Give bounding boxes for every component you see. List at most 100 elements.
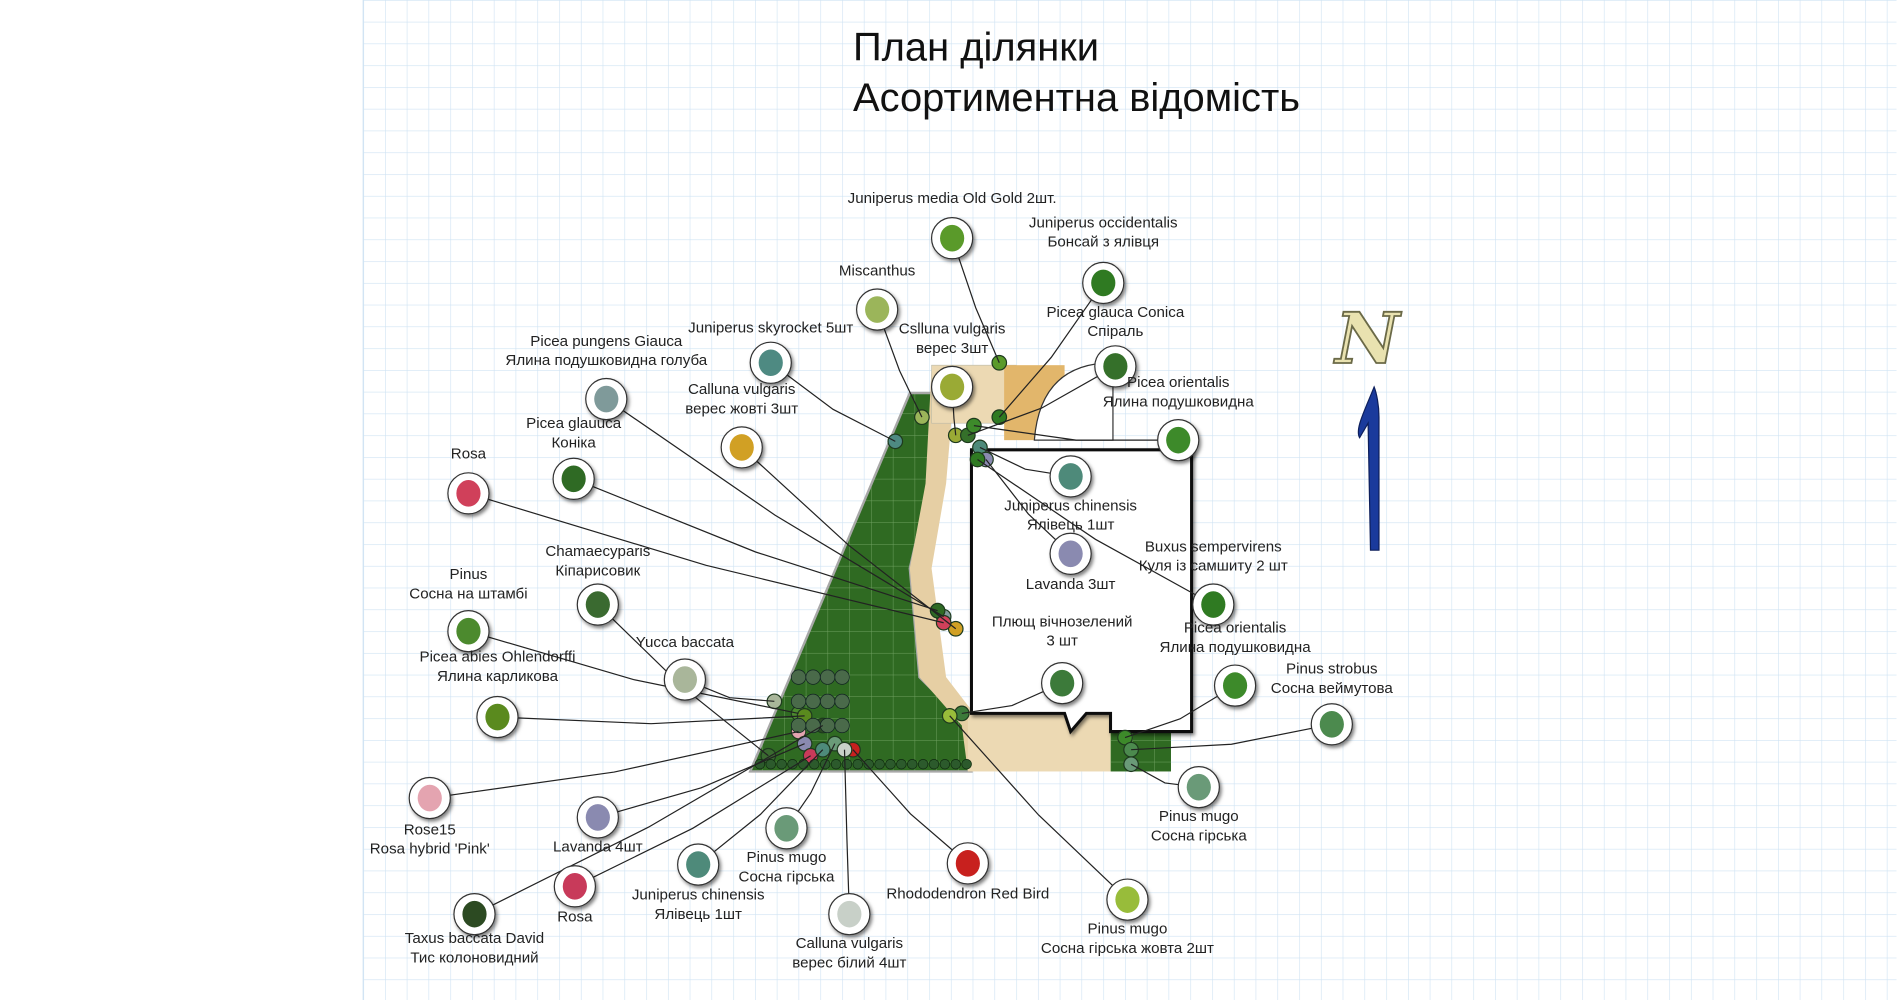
rockery-shrub xyxy=(834,717,850,734)
plant-label-local: Кіпарисовик xyxy=(555,563,640,580)
plant-icon xyxy=(865,296,890,323)
plant-icon xyxy=(456,617,481,645)
plant-icon xyxy=(686,851,711,878)
plant-label-latin: Lavanda 3шт xyxy=(1026,576,1116,593)
leader-line xyxy=(574,755,811,887)
north-compass: N xyxy=(1333,296,1403,551)
plant-label-local: Бонсай з ялівця xyxy=(1047,234,1159,251)
plant-label-latin: Picea pungens Giauca xyxy=(530,333,683,350)
plant-label-local: Ялівець 1шт xyxy=(654,906,742,923)
plant-marker[interactable]: Juniperus media Old Gold 2шт. xyxy=(848,190,1057,260)
plant-icon xyxy=(417,784,442,812)
plant-label-latin: Pinus mugo xyxy=(1088,920,1168,937)
plant-icon xyxy=(1103,353,1128,380)
plant-label-latin: Picea orientalis xyxy=(1127,374,1230,391)
plant-icon xyxy=(758,349,783,377)
plant-label-latin: Juniperus skyrocket 5шт xyxy=(688,320,853,337)
leader-line xyxy=(967,365,1116,436)
plant-marker[interactable]: Lavanda 3шт xyxy=(1026,532,1116,593)
leader-line xyxy=(429,730,799,799)
plant-marker[interactable]: Rosa xyxy=(447,445,490,515)
plant-icon xyxy=(1115,886,1140,913)
plant-label-latin: Juniperus occidentalis xyxy=(1029,214,1178,231)
plant-icon xyxy=(774,814,799,842)
rockery-shrub xyxy=(805,669,821,685)
plant-label-local: Ялина подушковидна xyxy=(1160,639,1312,656)
plant-icon xyxy=(1222,672,1248,699)
leader-line xyxy=(1124,685,1236,739)
plant-label-local: верес білий 4шт xyxy=(792,954,906,971)
leader-line xyxy=(697,749,824,866)
border-shrub xyxy=(907,759,918,770)
north-arrow-icon xyxy=(1357,385,1380,551)
plant-label-latin: Pinus strobus xyxy=(1286,661,1378,678)
plant-label-latin: Плющ вічнозелений xyxy=(992,613,1133,630)
plant-icon xyxy=(561,465,586,493)
plant-label-latin: Taxus baccata David xyxy=(405,930,544,947)
plant-marker[interactable]: Rosa xyxy=(553,865,597,926)
plant-label-latin: Picea orientalis xyxy=(1184,619,1287,636)
plant-label-latin: Rose15 xyxy=(404,821,456,838)
paved-area xyxy=(967,707,1113,772)
plant-label-latin: Juniperus media Old Gold 2шт. xyxy=(848,190,1057,207)
plant-label-latin: Cslluna vulgaris xyxy=(899,321,1006,338)
plant-label-local: Ялина подушковидна xyxy=(1103,393,1255,410)
title-line-1: План ділянки xyxy=(853,25,1099,69)
border-shrub xyxy=(961,759,972,770)
plant-marker[interactable]: Rhododendron Red Bird xyxy=(886,842,1049,903)
border-shrub xyxy=(830,759,842,770)
border-shrub xyxy=(852,759,864,770)
leader-line xyxy=(949,715,1128,901)
leader-line xyxy=(573,478,938,612)
plant-marker[interactable]: Miscanthus xyxy=(839,263,916,331)
border-shrub xyxy=(776,759,787,770)
plant-label-local: Сосна гірська xyxy=(1151,827,1247,844)
leader-line xyxy=(474,724,824,915)
north-letter: N xyxy=(1333,297,1402,380)
plant-icon xyxy=(456,480,481,507)
plant-icon xyxy=(485,703,510,731)
leader-line xyxy=(876,309,923,418)
rockery-shrub xyxy=(805,693,821,709)
plant-icon xyxy=(1050,669,1075,697)
plant-marker[interactable]: Juniperus skyrocket 5шт xyxy=(688,320,853,384)
plant-icon xyxy=(1058,463,1083,490)
leader-line xyxy=(998,282,1104,418)
leader-line xyxy=(605,398,944,618)
plant-icon xyxy=(585,804,610,831)
house xyxy=(969,448,1194,735)
plant-icon xyxy=(1186,773,1211,801)
plant-icon xyxy=(955,850,980,877)
border-shrub xyxy=(874,759,885,770)
border-shrub xyxy=(950,759,961,770)
plant-label-latin: Rosa xyxy=(451,445,487,462)
plant-marker[interactable]: Lavanda 4шт xyxy=(553,796,643,855)
leader-line xyxy=(1131,723,1332,751)
plant-marker[interactable]: Yucca baccata xyxy=(636,634,735,701)
border-shrub xyxy=(928,759,940,770)
leader-line xyxy=(597,743,805,818)
